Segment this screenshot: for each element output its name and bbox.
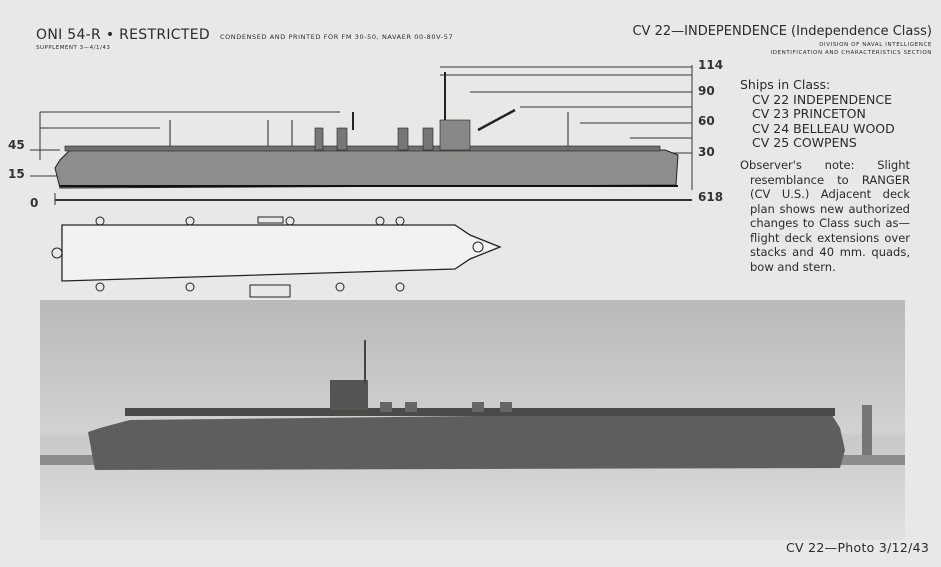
ship-profile-drawing [30,65,693,205]
page-title: CV 22—INDEPENDENCE (Independence Class) [632,24,932,39]
scale-15: 15 [8,167,25,181]
scale-45: 45 [8,138,25,152]
observer-note: Observer's note: Slight resemblance to R… [740,158,910,274]
ship-item: CV 24 BELLEAU WOOD [752,120,895,136]
scale-618: 618 [698,190,724,204]
supplement-label: SUPPLEMENT 3—4/1/43 [36,45,111,51]
scale-30: 30 [698,145,715,159]
division-line: DIVISION OF NAVAL INTELLIGENCE [819,42,932,48]
photo-caption: CV 22—Photo 3/12/43 [786,540,930,555]
division-label: DIVISION OF NAVAL INTELLIGENCE IDENTIFICA… [770,41,932,57]
ships-in-class: Ships in Class: CV 22 INDEPENDENCE CV 23… [740,77,895,151]
ships-heading: Ships in Class: [740,77,831,92]
restricted-label: ONI 54-R • RESTRICTED [36,27,210,43]
printed-for-label: CONDENSED AND PRINTED FOR FM 30-50, NAVA… [219,33,454,41]
scale-114: 114 [698,58,724,72]
scale-90: 90 [698,84,715,98]
ship-item: CV 22 INDEPENDENCE [752,91,892,107]
ship-item: CV 23 PRINCETON [752,106,866,121]
ship-item: CV 25 COWPENS [752,135,857,150]
document-header: ONI 54-R • RESTRICTED CONDENSED AND PRINT… [36,27,453,43]
section-line: IDENTIFICATION AND CHARACTERISTICS SECTI… [770,50,932,56]
deck-plan-drawing [51,216,502,298]
ship-photograph [40,300,905,540]
ship-photo-silhouette [40,340,905,470]
scale-60: 60 [698,114,715,128]
scale-0: 0 [30,196,39,210]
